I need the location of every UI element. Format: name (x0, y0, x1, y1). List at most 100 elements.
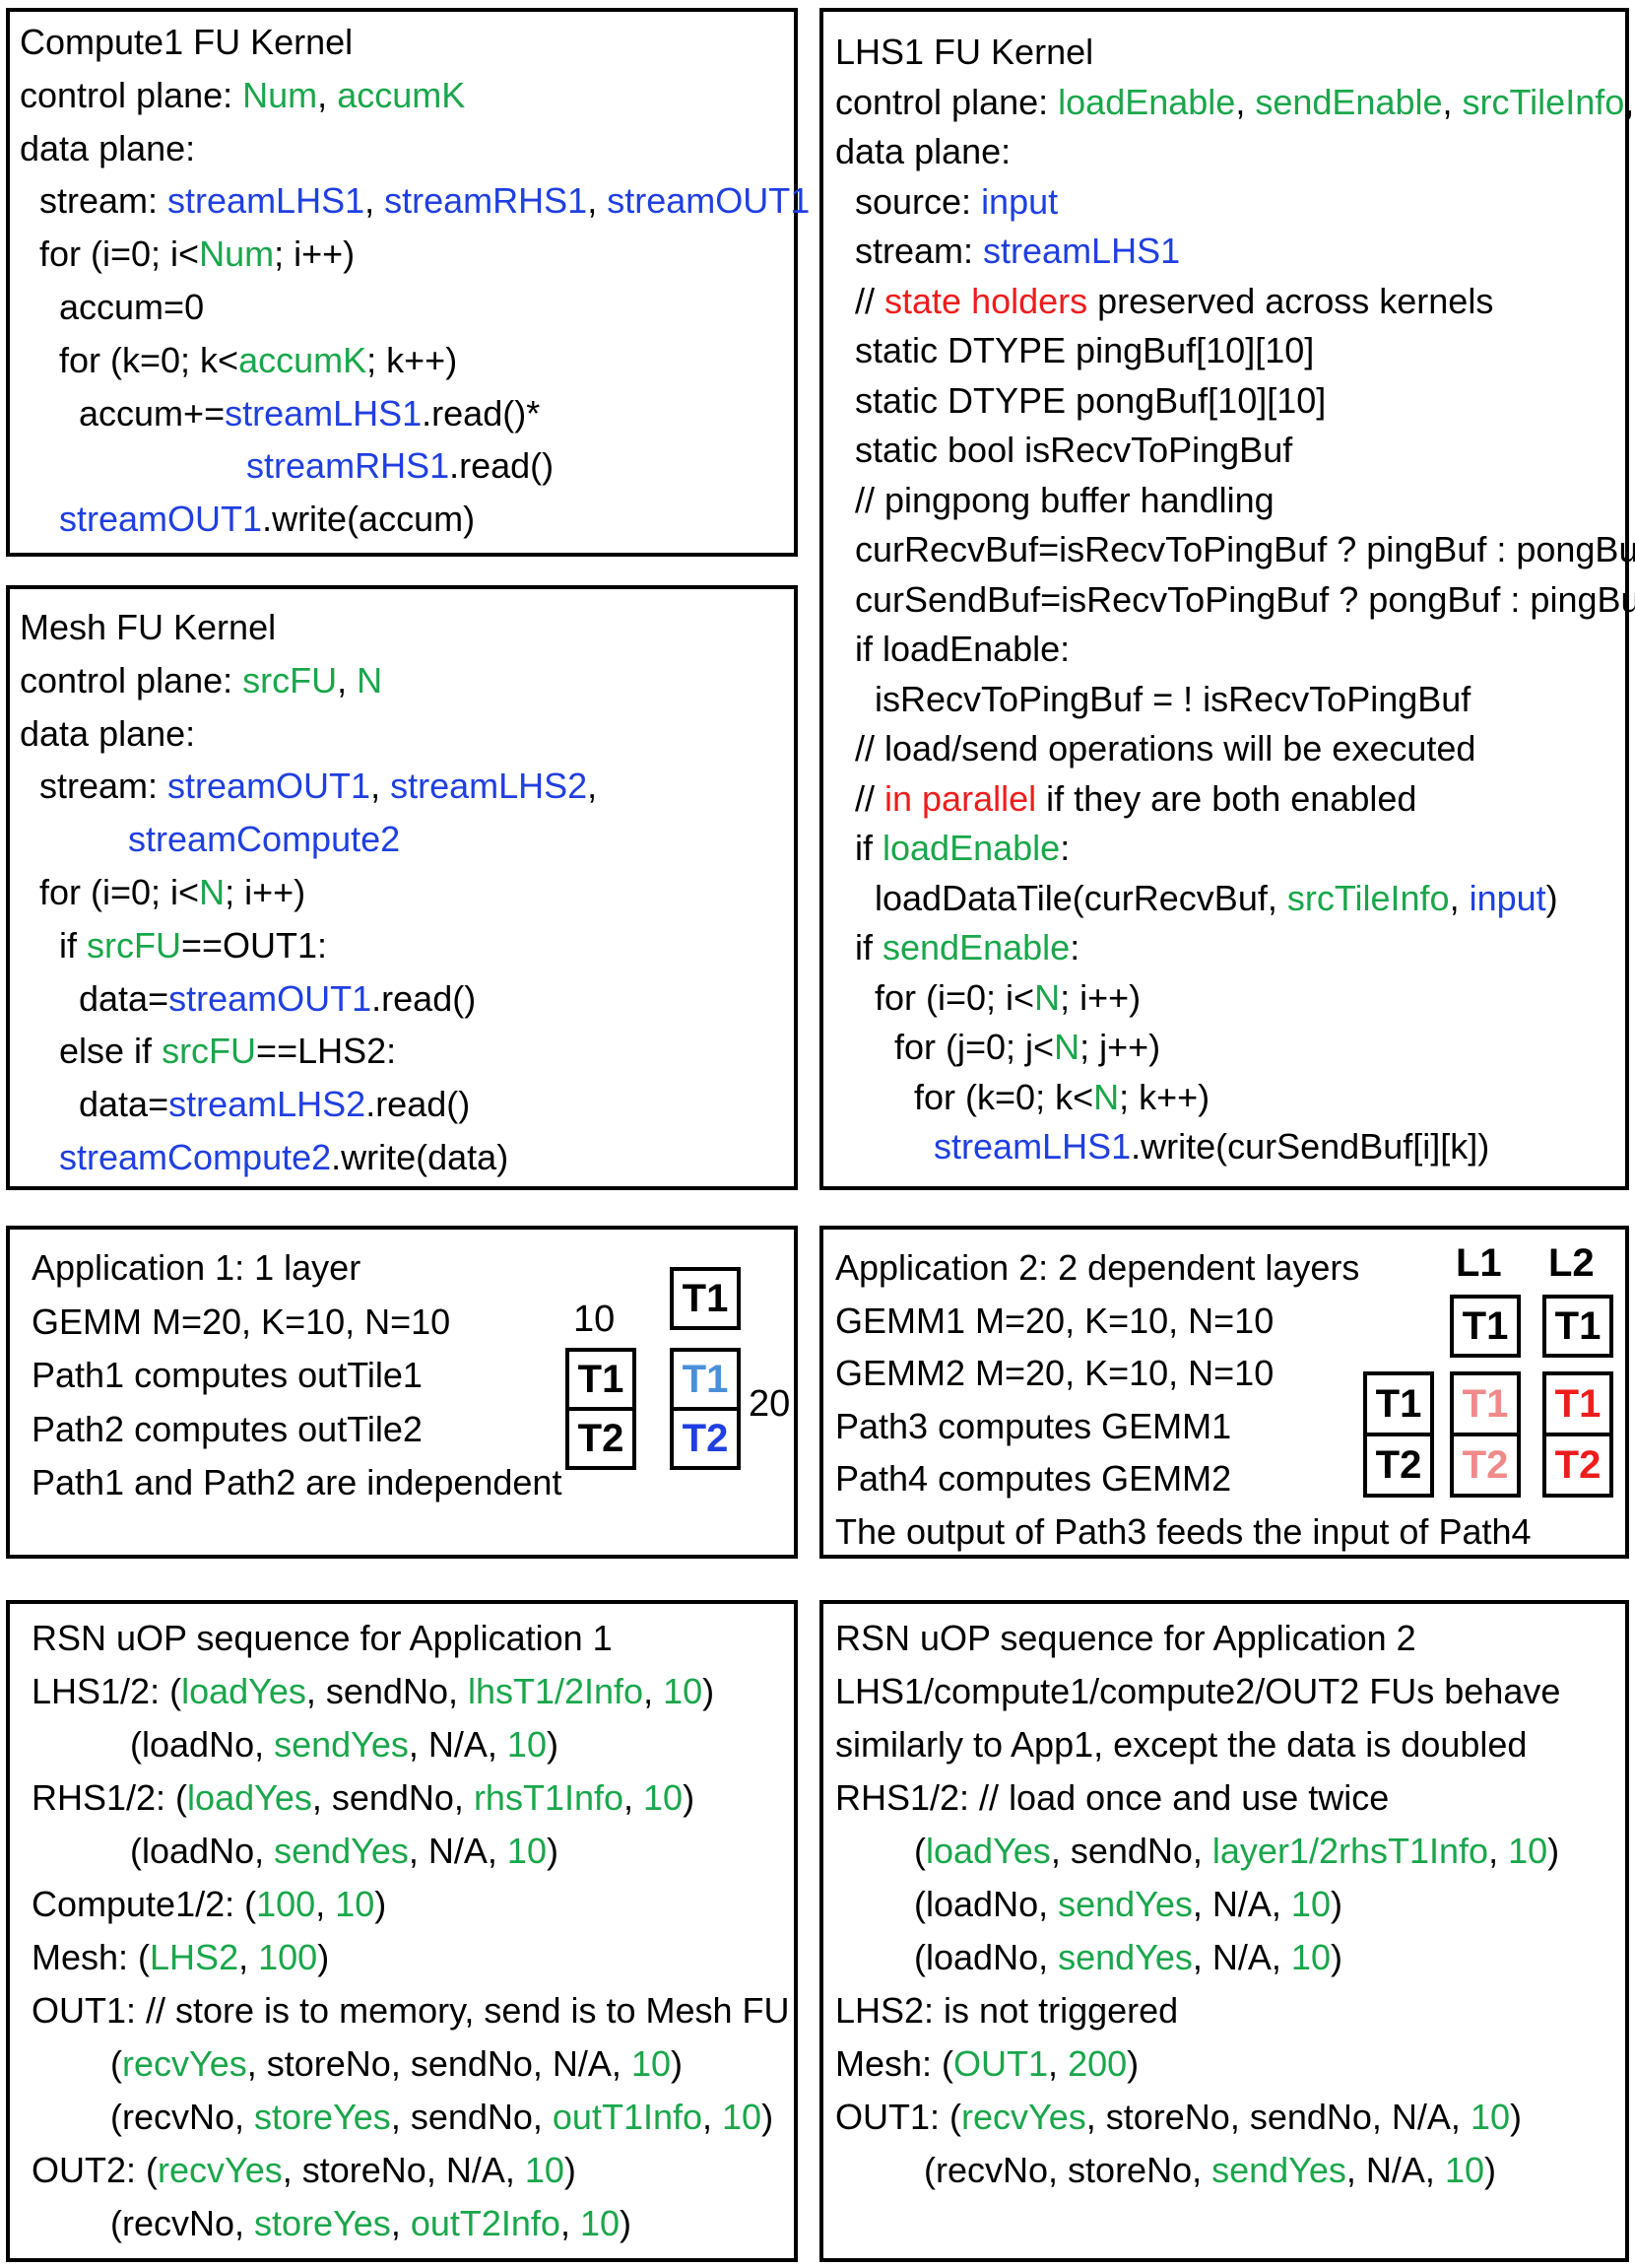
code-token: // (835, 777, 885, 819)
code-token: 100 (258, 1937, 318, 1977)
code-token: Application 1: 1 layer (32, 1247, 361, 1288)
lhs1-line: curRecvBuf=isRecvToPingBuf ? pingBuf : p… (835, 525, 1635, 575)
code-token: rhsT1Info (473, 1777, 624, 1818)
code-token: Compute1 FU Kernel (20, 22, 354, 62)
code-token: for (k=0; k< (835, 1076, 1094, 1117)
code-token: LHS1 FU Kernel (835, 32, 1094, 72)
code-token: control plane: (20, 74, 243, 115)
code-token: streamOUT1 (607, 180, 811, 222)
code-token: curSendBuf=isRecvToPingBuf ? pongBuf : p… (835, 578, 1635, 620)
code-token (20, 445, 246, 486)
code-token: .read() (449, 445, 555, 487)
tile-c-t1: T1 (670, 1348, 741, 1409)
compute1-line: streamRHS1.read() (20, 439, 794, 493)
code-token: recvYes (122, 2043, 247, 2084)
code-token: N (357, 659, 383, 700)
app1-line: GEMM M=20, K=10, N=10 (32, 1296, 794, 1350)
code-token: sendEnable (1255, 81, 1443, 122)
rsn1-line: Compute1/2: (100, 10) (32, 1878, 794, 1931)
compute1-line: Compute1 FU Kernel (20, 16, 794, 69)
lhs1-line: curSendBuf=isRecvToPingBuf ? pongBuf : p… (835, 575, 1635, 626)
code-token: loadEnable (883, 828, 1061, 868)
code-token: // (835, 280, 885, 321)
code-token: ) (670, 2043, 683, 2084)
code-token: 10 (663, 1671, 703, 1711)
code-token: ) (761, 2097, 774, 2137)
lhs1-line: if loadEnable: (835, 824, 1625, 874)
code-token: The output of Path3 feeds the input of P… (835, 1510, 1532, 1552)
code-token: data= (20, 1084, 169, 1125)
code-token: ; i++) (1060, 976, 1142, 1018)
code-token: Compute1/2: ( (32, 1884, 257, 1924)
tile-a-t2: T2 (565, 1409, 636, 1470)
code-token: preserved across kernels (1087, 280, 1494, 321)
rsn2-line: similarly to App1, except the data is do… (835, 1718, 1625, 1771)
code-token: streamCompute2 (128, 819, 401, 860)
code-token: , storeNo, N/A, (282, 2150, 525, 2190)
app2-line: Path3 computes GEMM1 (835, 1400, 1625, 1453)
code-token: (recvNo, storeNo, (835, 2150, 1212, 2190)
tile-b1-t1: T1 (1450, 1295, 1521, 1358)
code-token (20, 819, 128, 859)
code-token: 200 (1068, 2043, 1128, 2084)
code-token: Path1 computes outTile1 (32, 1355, 423, 1395)
tile-b-t1: T1 (670, 1267, 741, 1330)
lhs1-line: for (j=0; j<N; j++) (835, 1023, 1625, 1073)
code-token: // pingpong buffer handling (835, 479, 1275, 520)
lhs1-line: isRecvToPingBuf = ! isRecvToPingBuf (835, 675, 1625, 725)
code-token: ) (1483, 2150, 1496, 2190)
code-token: sendYes (274, 1831, 409, 1871)
mesh-line: streamCompute2.write(data) (20, 1131, 794, 1184)
code-token: if (835, 828, 883, 868)
code-token: isRecvToPingBuf = ! isRecvToPingBuf (835, 678, 1472, 719)
rsn1-line: RSN uOP sequence for Application 1 (32, 1612, 794, 1665)
code-token: ) (702, 1671, 715, 1711)
layer1-label: L1 (1456, 1241, 1502, 1285)
code-token: control plane: (835, 81, 1059, 122)
app2-line: GEMM2 M=20, K=10, N=10 (835, 1347, 1625, 1400)
dim-k-label: 10 (573, 1299, 616, 1340)
layer2-label: L2 (1548, 1241, 1595, 1285)
code-token: ==OUT1: (181, 924, 328, 966)
code-token: Mesh: ( (32, 1937, 151, 1977)
code-token: data plane: (835, 131, 1012, 171)
code-token: ; k++) (1119, 1076, 1210, 1117)
code-token: for (j=0; j< (835, 1027, 1055, 1067)
code-token: if loadEnable: (835, 629, 1071, 669)
app1-line: Path1 and Path2 are independent (32, 1456, 794, 1510)
code-token: Application 2: 2 dependent layers (835, 1247, 1360, 1288)
lhs1-line: source: input (835, 177, 1625, 228)
code-token: OUT1 (953, 2043, 1049, 2084)
lhs1-line: stream: streamLHS1 (835, 227, 1625, 277)
code-token: , N/A, (1345, 2150, 1445, 2190)
rsn2-line: (loadYes, sendNo, layer1/2rhsT1Info, 10) (835, 1825, 1625, 1878)
code-token: (loadNo, (32, 1724, 275, 1765)
code-token: , N/A, (408, 1724, 507, 1765)
code-token: , N/A, (408, 1831, 507, 1871)
code-token: , (702, 2097, 723, 2137)
code-token: Num (242, 74, 318, 115)
code-token: 100 (256, 1884, 316, 1924)
code-token: ) (317, 1937, 330, 1977)
code-token (20, 1137, 59, 1177)
lhs1-line: static DTYPE pingBuf[10][10] (835, 326, 1625, 376)
tile-a-t2: T2 (1363, 1434, 1434, 1498)
code-token: lhsT1/2Info (467, 1671, 644, 1711)
code-token: control plane: (20, 659, 243, 700)
code-token: accumK (238, 339, 367, 380)
code-token: loadYes (187, 1777, 312, 1818)
mesh-line: for (i=0; i<N; i++) (20, 866, 794, 919)
code-token: loadYes (181, 1671, 306, 1711)
code-token: loadEnable (1058, 81, 1236, 122)
code-token: streamRHS1 (384, 180, 588, 222)
code-token: 10 (1444, 2150, 1484, 2190)
code-token: RSN uOP sequence for Application 2 (835, 1618, 1416, 1658)
code-token: GEMM M=20, K=10, N=10 (32, 1301, 451, 1342)
code-token: Num (199, 233, 275, 275)
code-token: ) (374, 1884, 387, 1924)
code-token: source: (835, 180, 982, 222)
